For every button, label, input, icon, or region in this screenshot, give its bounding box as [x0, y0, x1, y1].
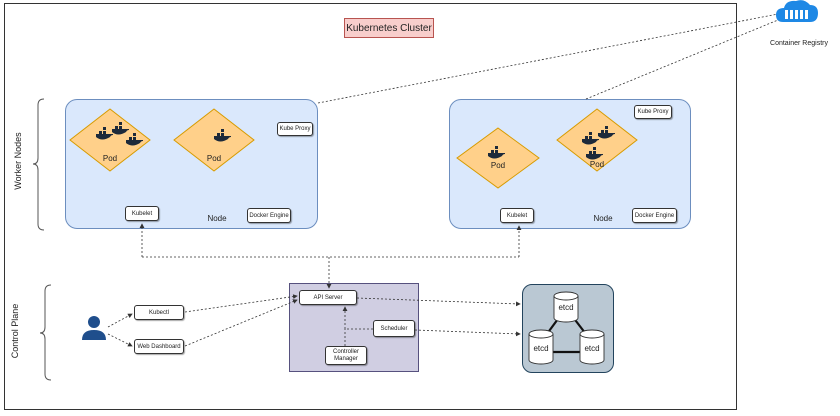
- scheduler-box: Scheduler: [373, 320, 415, 337]
- docker-whale-icon: [598, 126, 615, 139]
- control-plane-brace: [39, 284, 52, 381]
- api-server-box: API Server: [299, 290, 357, 305]
- node-label: Node: [207, 214, 227, 223]
- controller-manager-box: Controller Manager: [325, 346, 367, 365]
- kubernetes-cluster-frame: [4, 3, 737, 410]
- docker-whale-icon: [96, 127, 113, 140]
- pod-label: Pod: [206, 154, 222, 163]
- controller-manager-label-line1: Controller: [332, 349, 359, 355]
- worker-nodes-brace: [32, 98, 45, 231]
- etcd-cylinder-2: [528, 329, 554, 365]
- docker-whale-icon: [488, 146, 505, 159]
- docker-engine-box: Docker Engine: [247, 208, 291, 223]
- container-registry-label: Container Registry: [770, 40, 828, 47]
- pod-label: Pod: [490, 161, 506, 170]
- container-registry-icon: [776, 0, 818, 22]
- docker-whale-icon: [586, 147, 603, 160]
- docker-whale-icon: [582, 132, 599, 145]
- docker-whale-icon: [112, 122, 129, 135]
- kubectl-box: Kubectl: [134, 305, 184, 320]
- docker-whale-icon: [126, 133, 143, 146]
- etcd-cylinder-1: [553, 291, 579, 323]
- etcd-cylinder-3: [579, 329, 605, 365]
- pod-2-1: [456, 127, 540, 189]
- etcd-label: etcd: [533, 344, 549, 353]
- docker-whale-icon: [214, 129, 231, 142]
- pod-label: Pod: [102, 154, 118, 163]
- user-icon: [82, 316, 106, 340]
- pod-1-1: [69, 108, 151, 172]
- web-dashboard-box: Web Dashboard: [134, 339, 184, 354]
- kubelet-box: Kubelet: [125, 206, 159, 221]
- pod-1-2: [173, 108, 255, 172]
- kube-proxy-box: Kube Proxy: [634, 105, 672, 119]
- pod-label: Pod: [589, 160, 605, 169]
- node-label: Node: [593, 214, 613, 223]
- cluster-title: Kubernetes Cluster: [344, 18, 434, 38]
- kubelet-box: Kubelet: [500, 208, 534, 223]
- docker-engine-box: Docker Engine: [632, 208, 677, 223]
- etcd-label: etcd: [558, 303, 574, 312]
- kube-proxy-box: Kube Proxy: [277, 122, 313, 136]
- controller-manager-label-line2: Manager: [334, 356, 358, 362]
- etcd-label: etcd: [584, 344, 600, 353]
